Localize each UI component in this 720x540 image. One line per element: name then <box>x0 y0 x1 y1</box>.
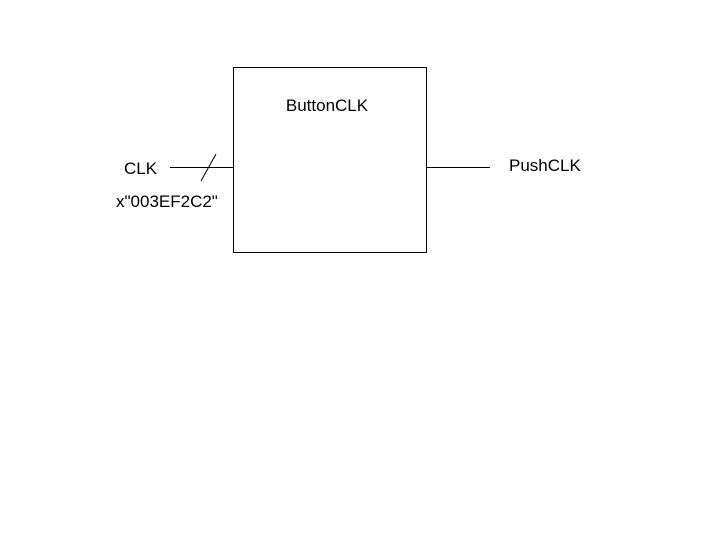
input-label: CLK <box>124 159 158 178</box>
output-label: PushCLK <box>509 156 581 175</box>
bus-slash-mark <box>200 153 217 182</box>
block-title: ButtonCLK <box>286 96 369 115</box>
buttonclk-block <box>233 67 427 253</box>
input-constant-value: x"003EF2C2" <box>116 192 218 211</box>
